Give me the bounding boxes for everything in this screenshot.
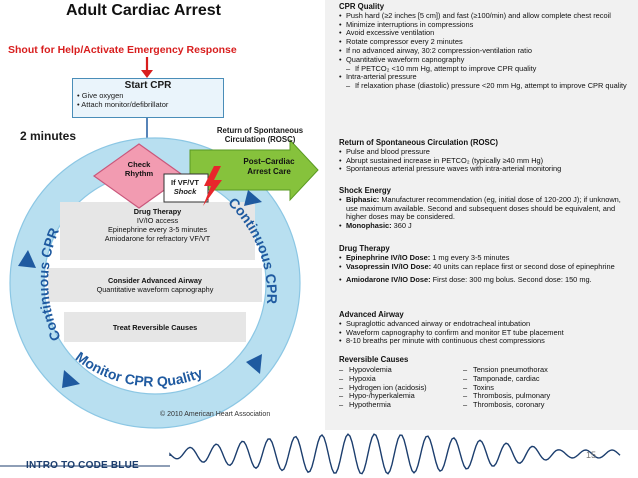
advanced-airway-heading: Advanced Airway — [339, 310, 404, 319]
cause-item: Tamponade, cardiac — [463, 374, 603, 384]
rosc-section: Return of Spontaneous Circulation (ROSC)… — [339, 138, 634, 174]
vasopressin-item: Vasopressin IV/IO Dose: 40 units can rep… — [339, 262, 634, 272]
rosc-item: Pulse and blood pressure — [339, 147, 634, 157]
two-minutes-label: 2 minutes — [20, 129, 77, 143]
shock-box — [163, 173, 209, 203]
cause-item: Hydrogen ion (acidosis) — [339, 383, 479, 393]
start-cpr-item: • Attach monitor/defibrillator — [77, 100, 169, 109]
cpr-quality-item: Push hard (≥2 inches [5 cm]) and fast (≥… — [339, 11, 634, 21]
cpr-quality-heading: CPR Quality — [339, 2, 385, 11]
rosc-heading: Return of Spontaneous Circulation (ROSC) — [339, 138, 498, 147]
cause-item: Thrombosis, coronary — [463, 400, 603, 410]
ring-outer-edge — [9, 137, 301, 429]
airway-item: 8-10 breaths per minute with continuous … — [339, 337, 634, 346]
cause-item: Hypoxia — [339, 374, 479, 384]
advanced-airway-section: Advanced Airway Supraglottic advanced ai… — [339, 310, 634, 346]
reversible-causes-section: Reversible Causes Hypovolemia Hypoxia Hy… — [339, 355, 634, 410]
cpr-quality-subitem: If PETCO₂ <10 mm Hg, attempt to improve … — [339, 64, 634, 74]
page-number: 15 — [586, 450, 597, 460]
check-rhythm-diamond — [92, 143, 186, 209]
copyright: © 2010 American Heart Association — [160, 411, 271, 418]
cause-item: Hypovolemia — [339, 365, 479, 375]
cpr-quality-item: Avoid excessive ventilation — [339, 29, 634, 38]
airway-band — [48, 268, 262, 302]
cpr-quality-subitem: If relaxation phase (diastolic) pressure… — [339, 81, 634, 91]
algorithm-diagram: Continuous CPR Continuous CPR Monitor CP… — [9, 57, 319, 429]
footer-label: INTRO TO CODE BLUE — [26, 460, 139, 471]
biphasic-item: Biphasic: Manufacturer recommendation (e… — [339, 195, 634, 222]
cause-item: Hypothermia — [339, 400, 479, 410]
start-cpr-heading: Start CPR — [124, 80, 172, 91]
airway-item: Supraglottic advanced airway or endotrac… — [339, 319, 634, 329]
connector-arrowhead — [141, 70, 153, 78]
ecg-wave-decoration — [0, 433, 621, 475]
cpr-quality-item: Quantitative waveform capnography — [339, 55, 634, 65]
wave-path — [169, 433, 621, 475]
reversible-block: Treat Reversible Causes — [64, 323, 246, 332]
cpr-quality-item: Intra-arterial pressure — [339, 73, 634, 82]
rosc-item: Abrupt sustained increase in PETCO₂ (typ… — [339, 156, 634, 166]
airway-line: Quantitative waveform capnography — [96, 285, 214, 294]
shock-energy-section: Shock Energy Biphasic: Manufacturer reco… — [339, 186, 634, 231]
drug-therapy-line: IV/IO access — [136, 216, 179, 225]
airway-block: Consider Advanced Airway Quantitative wa… — [48, 276, 262, 294]
start-cpr-item: • Give oxygen — [77, 91, 124, 100]
airway-heading: Consider Advanced Airway — [108, 276, 202, 285]
reversible-band — [64, 312, 246, 342]
amiodarone-item: Amiodarone IV/IO Dose: First dose: 300 m… — [339, 275, 634, 285]
drug-therapy-section: Drug Therapy Epinephrine IV/IO Dose: 1 m… — [339, 244, 634, 285]
reversible-causes-h-list: Hypovolemia Hypoxia Hydrogen ion (acidos… — [339, 365, 479, 410]
monophasic-item: Monophasic: 360 J — [339, 221, 634, 231]
drug-therapy-panel-heading: Drug Therapy — [339, 244, 390, 253]
airway-item: Waveform capnography to confirm and moni… — [339, 328, 634, 338]
cause-item: Hypo-/hyperkalemia — [339, 392, 479, 401]
drug-therapy-block: Drug Therapy IV/IO access Epinephrine ev… — [60, 207, 255, 243]
ring-arrows — [18, 190, 262, 388]
cpr-quality-item: Minimize interruptions in compressions — [339, 20, 634, 30]
lightning-bolt-icon — [203, 166, 222, 206]
drug-therapy-line: Amiodarone for refractory VF/VT — [104, 234, 211, 243]
cpr-quality-section: CPR Quality Push hard (≥2 inches [5 cm])… — [339, 2, 634, 91]
cpr-quality-item: Rotate compressor every 2 minutes — [339, 37, 634, 47]
reversible-causes-t-list: Tension pneumothorax Tamponade, cardiac … — [463, 365, 603, 410]
drug-therapy-band — [60, 202, 255, 260]
reversible-heading: Treat Reversible Causes — [112, 323, 198, 332]
rosc-item: Spontaneous arterial pressure waves with… — [339, 165, 634, 174]
drug-therapy-heading: Drug Therapy — [133, 207, 182, 216]
cause-item: Toxins — [463, 383, 603, 393]
cause-item: Tension pneumothorax — [463, 365, 603, 375]
diagram-title: Adult Cardiac Arrest — [66, 2, 221, 19]
drug-therapy-line: Epinephrine every 3-5 minutes — [108, 225, 207, 234]
shock-energy-heading: Shock Energy — [339, 186, 391, 195]
cpr-quality-item: If no advanced airway, 30:2 compression-… — [339, 46, 634, 56]
epinephrine-item: Epinephrine IV/IO Dose: 1 mg every 3-5 m… — [339, 253, 634, 263]
shout-for-help: Shout for Help/Activate Emergency Respon… — [8, 44, 237, 56]
reversible-causes-heading: Reversible Causes — [339, 355, 409, 364]
start-cpr-box: Start CPR • Give oxygen • Attach monitor… — [72, 78, 224, 118]
cause-item: Thrombosis, pulmonary — [463, 392, 603, 401]
